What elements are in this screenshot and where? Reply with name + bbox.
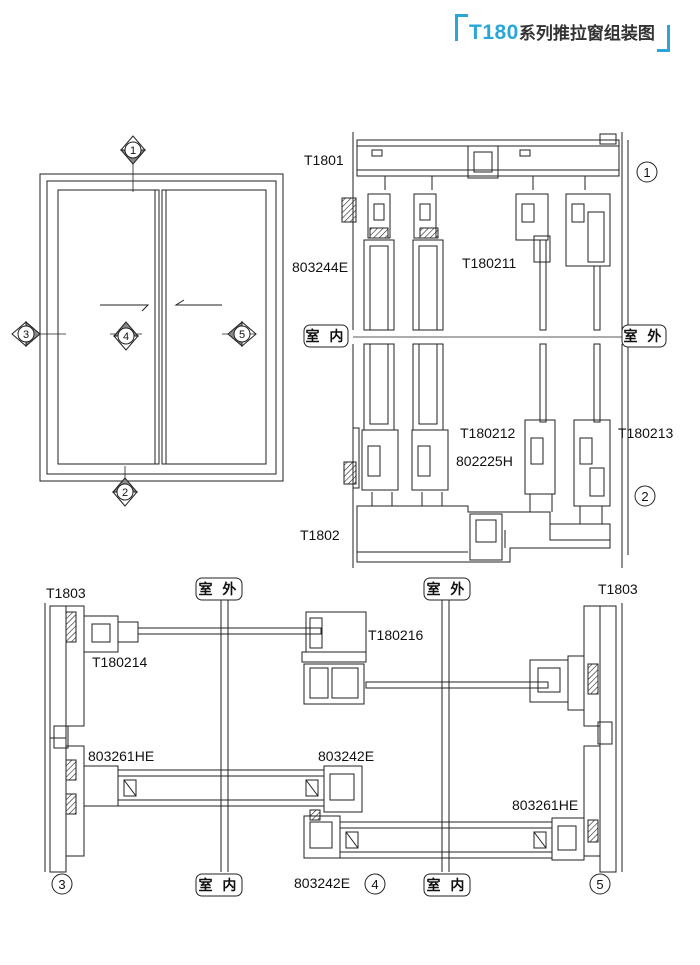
marker-3-label: 3 [23, 329, 29, 341]
pulley-upper-left [369, 227, 389, 239]
title-name: 系列推拉窗组装图 [518, 24, 655, 43]
room-tag-outside-left: 室 外 [195, 577, 243, 601]
title-text: T180系列推拉窗组装图 [469, 19, 655, 45]
sash-t180214 [83, 615, 322, 653]
room-tag-outside-vertical: 室 外 [621, 324, 667, 348]
sash-t180216 [301, 611, 549, 705]
room-tag-outside-right: 室 外 [423, 577, 471, 601]
drawing-title: T180系列推拉窗组装图 [455, 14, 670, 52]
glass-units-lower [363, 343, 601, 431]
hsection-circle-4: 4 [364, 873, 386, 895]
room-inside-label: 室 内 [306, 328, 347, 344]
marker-1-label: 1 [130, 145, 136, 157]
room-tag-inside-vertical: 室 内 [303, 324, 349, 348]
right-sash [161, 189, 267, 465]
horizontal-section [44, 598, 623, 873]
vsection-circle-1-label: 1 [643, 165, 650, 180]
room-outside-left-label: 室 外 [199, 581, 240, 597]
section-marker-2: 2 [111, 477, 139, 507]
room-outside-label: 室 外 [624, 328, 665, 344]
room-tag-inside-left: 室 内 [195, 873, 243, 897]
inner-frame [46, 180, 277, 475]
label-t180213: T180213 [618, 425, 673, 441]
seal-strip-upper [341, 197, 357, 223]
outer-frame [39, 173, 284, 482]
label-t1803-left: T1803 [46, 585, 86, 601]
label-803261he-right: 803261HE [512, 797, 578, 813]
label-803242e-bottom: 803242E [294, 875, 350, 891]
marker-4-label: 4 [123, 331, 129, 343]
label-803244e: 803244E [292, 259, 348, 275]
hsection-circle-3: 3 [51, 873, 73, 895]
left-sash [57, 189, 160, 465]
label-t1801: T1801 [304, 152, 344, 168]
label-803242e-top: 803242E [318, 748, 374, 764]
vsection-circle-2-label: 2 [641, 489, 648, 504]
sash-right-top [529, 655, 585, 711]
title-bracket-left [455, 14, 468, 41]
hsection-circle-5-label: 5 [596, 877, 603, 892]
left-sash-arrow [100, 304, 150, 312]
label-t1803-right: T1803 [598, 581, 638, 597]
right-jamb-profile [583, 603, 623, 873]
room-outside-right-label: 室 外 [427, 581, 468, 597]
label-t1802: T1802 [300, 527, 340, 543]
vertical-section [341, 132, 629, 568]
lower-sash-profiles [352, 419, 611, 507]
section-marker-4: 4 [112, 321, 140, 351]
left-jamb-profile [44, 603, 85, 873]
section-marker-1: 1 [119, 135, 147, 165]
label-t180212: T180212 [460, 425, 515, 441]
hsection-circle-4-label: 4 [371, 877, 378, 892]
label-803261he-left: 803261HE [88, 748, 154, 764]
room-inside-right-label: 室 内 [427, 877, 468, 893]
lower-right-glazing [303, 809, 585, 861]
marker-2-label: 2 [122, 487, 128, 499]
hsection-circle-3-label: 3 [58, 877, 65, 892]
pulley-upper-right [419, 227, 439, 239]
marker-5-label: 5 [239, 329, 245, 341]
title-code: T180 [469, 21, 519, 44]
top-frame-profile [356, 133, 620, 190]
section-marker-3: 3 [11, 320, 41, 348]
room-tag-inside-right: 室 内 [423, 873, 471, 897]
title-bracket-right [657, 25, 670, 52]
seal-strip-lower [343, 461, 357, 485]
right-sash-arrow [174, 299, 222, 306]
label-t180211: T180211 [462, 255, 516, 271]
label-t180214: T180214 [92, 654, 147, 670]
section-marker-5: 5 [227, 320, 257, 348]
bottom-frame-profile [356, 492, 611, 563]
vsection-circle-2: 2 [634, 485, 656, 507]
vsection-circle-1: 1 [636, 161, 658, 183]
lower-left-glazing [83, 765, 363, 813]
label-802225h: 802225H [456, 453, 513, 469]
hsection-circle-5: 5 [589, 873, 611, 895]
label-t180216: T180216 [368, 627, 423, 643]
room-inside-left-label: 室 内 [199, 877, 240, 893]
front-elevation [32, 150, 284, 493]
glass-units-upper [363, 239, 601, 331]
